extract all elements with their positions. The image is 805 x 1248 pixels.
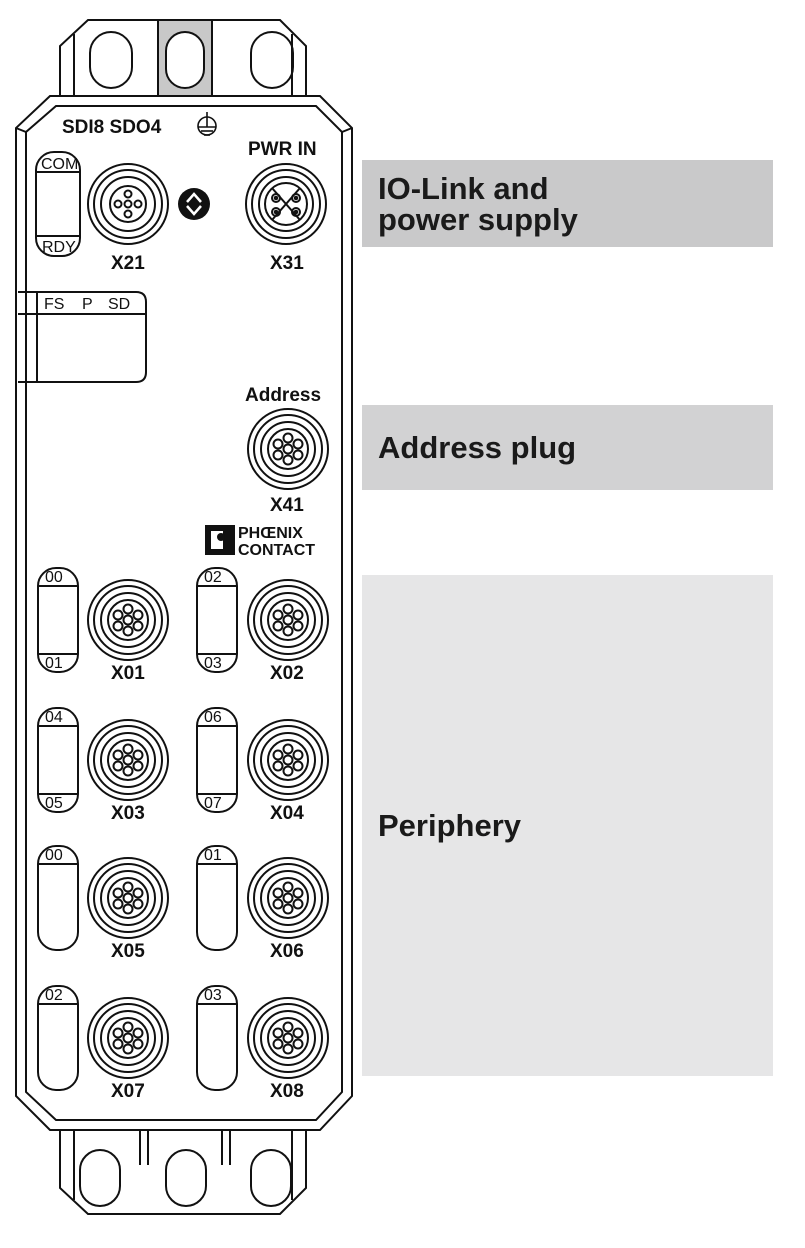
x21-label: X21 — [111, 253, 145, 274]
port-led-window — [196, 985, 238, 1091]
port-led-window — [37, 845, 79, 951]
mount-hole — [250, 1149, 292, 1207]
port-connector — [87, 997, 169, 1079]
port-led-top-label: 04 — [45, 709, 63, 726]
mount-hole — [165, 1149, 207, 1207]
port-led-bottom-label: 07 — [204, 795, 222, 812]
port-label: X06 — [270, 941, 304, 962]
port-label: X03 — [111, 803, 145, 824]
connector-x21 — [87, 163, 169, 245]
port-label: X07 — [111, 1081, 145, 1102]
led-sd-label: SD — [108, 296, 130, 313]
port-led-window — [196, 567, 238, 673]
x41-label: X41 — [270, 495, 304, 516]
top-mounting-flange — [59, 19, 307, 101]
port-led-window — [37, 985, 79, 1091]
led-p-label: P — [82, 296, 93, 313]
port-connector — [247, 997, 329, 1079]
region-io-link-power: IO-Link and power supply — [362, 160, 773, 247]
port-label: X08 — [270, 1081, 304, 1102]
region-periphery: Periphery — [362, 575, 773, 1076]
ground-tab-hole — [165, 31, 205, 89]
connector-x31-power — [245, 163, 327, 245]
port-label: X01 — [111, 663, 145, 684]
model-label: SDI8 SDO4 — [62, 117, 162, 138]
port-connector — [87, 719, 169, 801]
port-led-top-label: 03 — [204, 987, 222, 1004]
device-drawing: SDI8 SDO4 COM RDY FS P SD PWR IN X21 X31… — [15, 19, 353, 1215]
pwr-in-title: PWR IN — [248, 139, 317, 160]
port-x03: 04 05 X03 — [37, 707, 169, 824]
port-led-bottom-label: 01 — [45, 655, 63, 672]
port-label: X04 — [270, 803, 304, 824]
port-connector — [247, 579, 329, 661]
port-led-bottom-label: 03 — [204, 655, 222, 672]
brand-line2: CONTACT — [238, 542, 315, 559]
port-connector — [87, 579, 169, 661]
region-address-plug: Address plug — [362, 405, 773, 490]
port-led-window — [37, 707, 79, 813]
port-led-top-label: 01 — [204, 847, 222, 864]
connectors-group — [87, 163, 329, 490]
port-led-window — [196, 707, 238, 813]
port-connector — [247, 719, 329, 801]
port-led-top-label: 02 — [45, 987, 63, 1004]
led-window-com-rdy — [35, 151, 81, 257]
port-led-top-label: 00 — [45, 847, 63, 864]
port-x01: 00 01 X01 — [37, 567, 169, 684]
port-led-top-label: 02 — [204, 569, 222, 586]
mount-hole — [79, 1149, 121, 1207]
port-x04: 06 07 X04 — [196, 707, 329, 824]
port-led-window — [37, 567, 79, 673]
address-title: Address — [245, 385, 321, 406]
port-connector — [247, 857, 329, 939]
port-label: X05 — [111, 941, 145, 962]
io-link-symbol — [178, 188, 210, 220]
mount-hole — [250, 31, 294, 89]
port-connector — [87, 857, 169, 939]
port-led-window — [196, 845, 238, 951]
brand-line1: PHŒNIX — [238, 525, 303, 542]
status-led-panel — [18, 291, 147, 383]
port-led-top-label: 06 — [204, 709, 222, 726]
connector-x41-address — [247, 408, 329, 490]
region-periphery-label: Periphery — [378, 807, 522, 843]
port-x02: 02 03 X02 — [196, 567, 329, 684]
port-led-bottom-label: 05 — [45, 795, 63, 812]
phoenix-contact-logo: PHŒNIX CONTACT — [205, 525, 315, 559]
bottom-mounting-flange — [59, 1129, 307, 1215]
region-address-label: Address plug — [378, 429, 577, 465]
led-com-label: COM — [41, 156, 78, 173]
mount-hole — [89, 31, 133, 89]
x31-label: X31 — [270, 253, 304, 274]
ground-icon — [197, 112, 217, 136]
led-fs-label: FS — [44, 296, 64, 313]
port-label: X02 — [270, 663, 304, 684]
region-io-link-label: IO-Link and power supply — [378, 170, 578, 237]
port-led-top-label: 00 — [45, 569, 63, 586]
led-rdy-label: RDY — [42, 239, 76, 256]
